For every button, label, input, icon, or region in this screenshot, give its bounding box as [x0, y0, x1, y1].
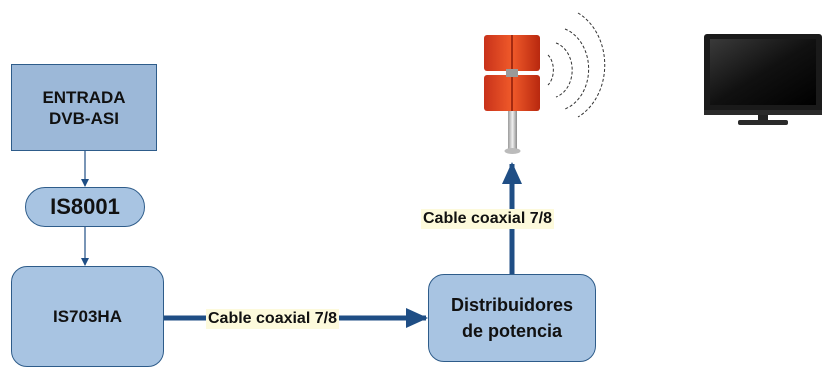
distribuidores-de-potencia-box: Distribuidores de potencia [428, 274, 596, 362]
entrada-dvb-asi-box: ENTRADA DVB-ASI [11, 64, 157, 151]
cable-label-horizontal: Cable coaxial 7/8 [206, 309, 339, 329]
is703ha-box: IS703HA [11, 266, 164, 367]
transmitter-antenna-icon [484, 12, 606, 154]
television-icon [704, 34, 822, 125]
cable-label-vertical: Cable coaxial 7/8 [421, 209, 554, 229]
is8001-box: IS8001 [25, 187, 145, 227]
